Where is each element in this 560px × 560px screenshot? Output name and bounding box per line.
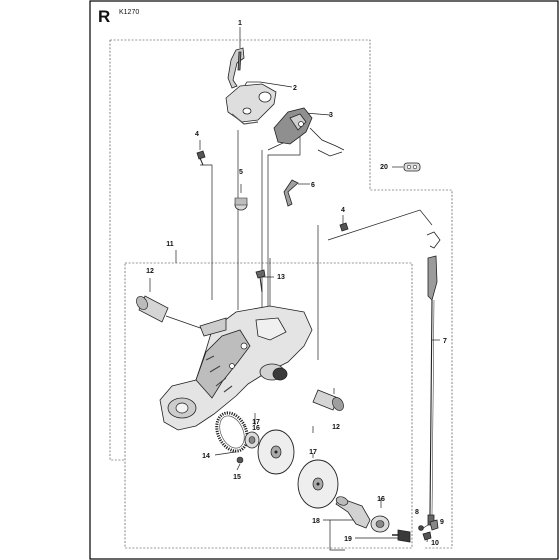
callout-20: 20: [380, 164, 388, 171]
part-16-spacer-lower: [370, 515, 390, 533]
part-11-arm-housing: [159, 305, 313, 431]
callout-17-lower: 17: [309, 449, 317, 456]
part-13-screw: [255, 269, 266, 293]
callout-17-upper: 17: [252, 419, 260, 426]
callout-13: 13: [277, 274, 285, 281]
part-3-lever: [273, 107, 345, 157]
part-12-bushing-lower: [312, 389, 344, 411]
part-17-pulley-lower: [297, 459, 339, 509]
callout-labels: 1 2 3 4 5 6 20 4 11 12 13 7 12 17 16 16 …: [146, 20, 447, 547]
callout-2: 2: [293, 85, 297, 92]
leader-lines: [149, 27, 440, 551]
callout-12-upper: 12: [146, 268, 154, 275]
group-outline-11: [124, 262, 413, 549]
callout-1: 1: [238, 20, 242, 27]
part-17-pulley-upper: [257, 429, 295, 475]
callout-12-lower: 12: [332, 424, 340, 431]
part-15-screw: [236, 456, 244, 464]
callout-6: 6: [311, 182, 315, 189]
part-1-bracket: [227, 47, 245, 89]
callout-4-upper: 4: [195, 131, 199, 138]
callout-18: 18: [312, 518, 320, 525]
part-9-clip: [429, 519, 439, 531]
part-14-toothed-ring: [215, 411, 249, 453]
part-10-screw: [422, 531, 432, 541]
part-7-cable: [426, 231, 441, 526]
group-outline-upper: [110, 39, 453, 549]
part-16-spacer-upper: [244, 431, 260, 449]
callout-16-upper-visible: 16: [252, 425, 260, 432]
callout-14: 14: [202, 453, 210, 460]
callout-11: 11: [166, 241, 174, 248]
part-2-plate: [225, 83, 277, 125]
callout-16-lower: 16: [377, 496, 385, 503]
part-5-sleeve: [234, 197, 248, 211]
part-8-nut: [418, 525, 424, 531]
callout-4-lower: 4: [341, 207, 345, 214]
callout-9: 9: [440, 519, 444, 526]
part-12-bushing-upper: [136, 295, 207, 331]
part-4-screw-lower: [339, 222, 349, 232]
callout-19: 19: [344, 536, 352, 543]
callout-8: 8: [415, 509, 419, 516]
callout-15: 15: [233, 474, 241, 481]
section-letter: R: [98, 7, 110, 26]
part-4-screw-upper: [196, 150, 206, 166]
part-20-link: [403, 162, 421, 172]
part-19-bolt: [392, 529, 411, 543]
model-label: K1270: [119, 9, 139, 16]
callout-10: 10: [431, 540, 439, 547]
part-6-clip: [283, 179, 299, 207]
group-outline-left: [109, 40, 125, 461]
part-18-shaft: [335, 496, 371, 529]
callout-7: 7: [443, 338, 447, 345]
callout-3: 3: [329, 112, 333, 119]
page-frame: [89, 0, 559, 560]
callout-5: 5: [239, 169, 243, 176]
